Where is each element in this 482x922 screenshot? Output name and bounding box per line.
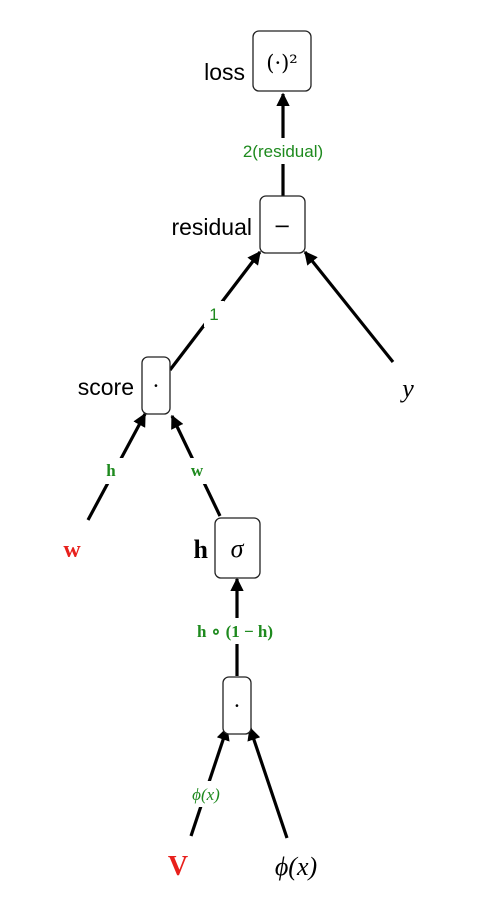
node-score: score ·: [78, 356, 171, 415]
leaf-w: w: [63, 537, 81, 563]
node-loss: loss (·)²: [204, 30, 312, 92]
node-op-sigma: σ: [231, 534, 245, 563]
gradient-label-V-to-product: ϕ(x): [192, 785, 220, 804]
node-op-minus: −: [273, 214, 291, 238]
leaf-V: V: [168, 851, 188, 882]
gradient-label-background: [180, 781, 232, 807]
gradient-label-background: [183, 458, 211, 484]
gradient-label-product-to-h: h ∘ (1 − h): [197, 622, 273, 641]
gradient-label-residual-to-loss: 2(residual): [243, 142, 323, 161]
node-op-dot: ·: [153, 374, 160, 398]
gradient-label-background: [204, 301, 224, 327]
edge-phi-to-product: [247, 726, 289, 839]
gradient-label-background: [228, 138, 338, 164]
node-box-loss: [252, 30, 312, 92]
gradient-label-background: [176, 618, 294, 644]
gradient-label-w-to-score: h: [106, 461, 116, 480]
node-hidden: h σ: [194, 517, 261, 579]
node-op-square: (·)²: [266, 51, 297, 75]
node-label-h: h: [194, 535, 209, 564]
node-box-product: [222, 676, 252, 735]
node-box-sigma: [214, 517, 261, 579]
node-box-score: [141, 356, 171, 415]
node-op-dot: ·: [234, 694, 241, 718]
node-label-residual: residual: [171, 214, 252, 240]
leaf-phi-x: ϕ(x): [275, 852, 317, 881]
gradient-label-h-to-score: w: [191, 461, 204, 480]
node-box-residual: [259, 195, 306, 254]
node-label-score: score: [78, 374, 134, 400]
node-label-loss: loss: [204, 59, 245, 85]
node-residual: residual −: [171, 195, 306, 254]
node-product: ·: [222, 676, 252, 735]
edge-y-to-residual: [303, 250, 395, 363]
leaf-y: y: [399, 374, 414, 403]
gradient-label-score-to-residual: 1: [209, 305, 218, 324]
gradient-label-background: [98, 458, 124, 484]
